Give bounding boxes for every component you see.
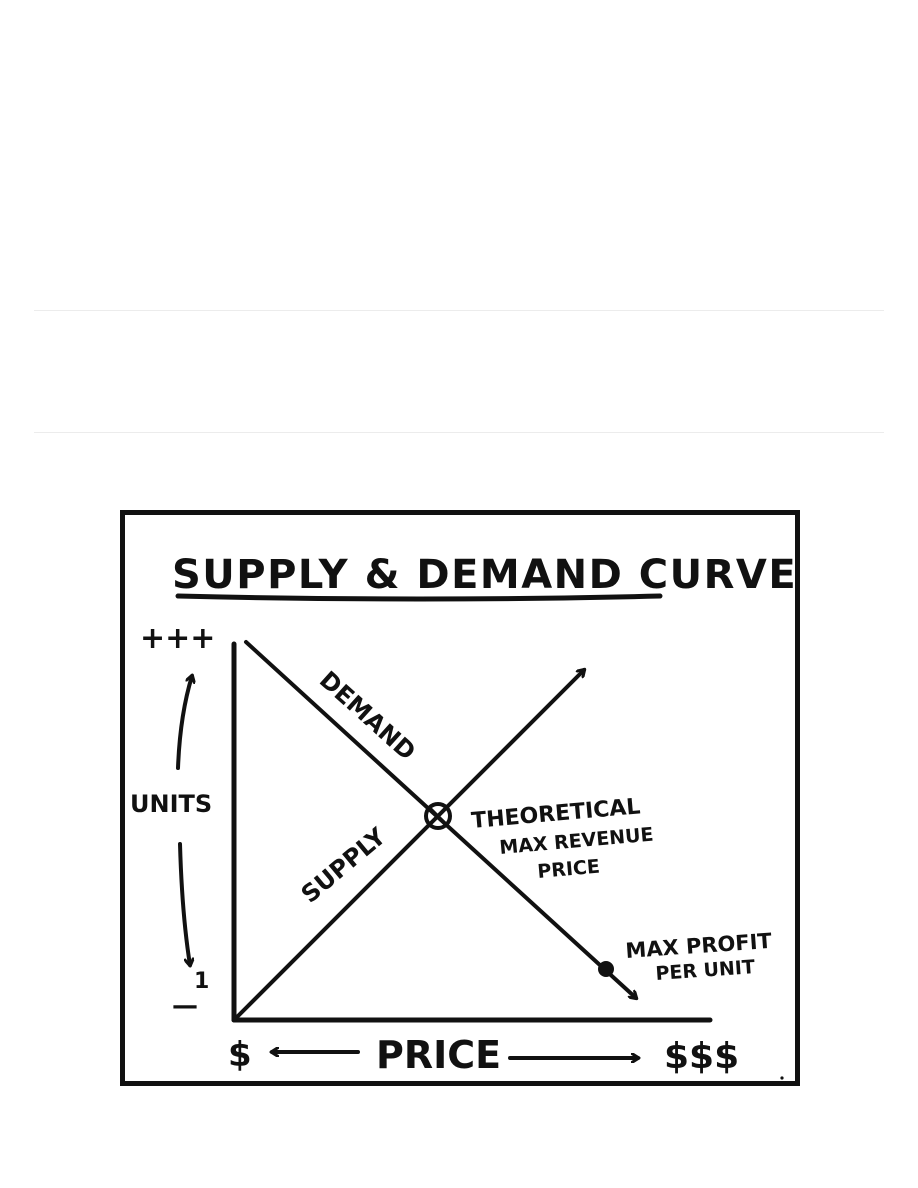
price-low-marker: $: [228, 1035, 252, 1075]
units-low-marker: 1: [194, 969, 209, 994]
diagram-title: SUPPLY & DEMAND CURVE: [172, 552, 797, 598]
units-minus-marker: —: [172, 991, 198, 1021]
sketch-canvas: SUPPLY & DEMAND CURVE +++ 1 — UNITS $ PR…: [120, 510, 800, 1086]
section-divider-top: [34, 310, 884, 311]
supply-line: [232, 670, 584, 1022]
units-high-marker: +++: [140, 621, 215, 656]
price-label: PRICE: [376, 1033, 501, 1077]
units-label: UNITS: [130, 790, 212, 818]
title-underline: [175, 593, 663, 602]
max-profit-point: [598, 961, 614, 977]
units-up-arrow: [176, 676, 192, 770]
price-high-marker: $$$: [664, 1036, 739, 1077]
max-revenue-line-3: PRICE: [537, 856, 601, 883]
units-down-arrow: [178, 842, 190, 965]
section-divider-bottom: [34, 432, 884, 433]
supply-demand-sketch: SUPPLY & DEMAND CURVE +++ 1 — UNITS $ PR…: [120, 510, 800, 1086]
corner-dot: [780, 1076, 784, 1080]
equilibrium-marker: [424, 802, 452, 830]
